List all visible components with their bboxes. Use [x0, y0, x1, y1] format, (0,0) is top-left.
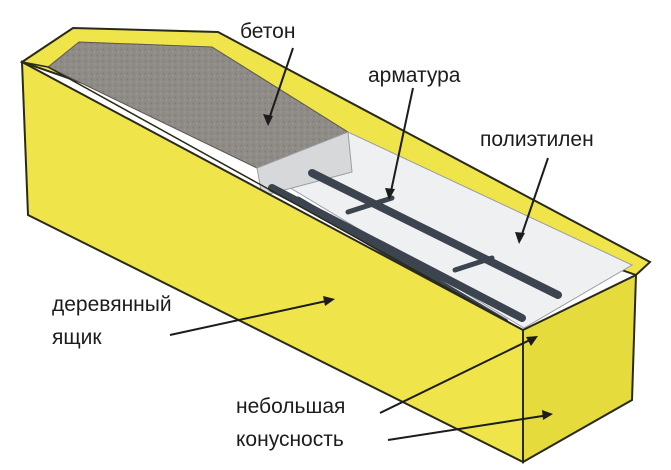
arrowhead-taper-2 — [542, 410, 553, 420]
arrowhead-rebar — [385, 188, 395, 200]
rebar-tie — [452, 255, 495, 273]
leader-rebar — [389, 87, 414, 197]
label-taper-line1: небольшая — [236, 395, 345, 418]
leader-concrete — [267, 47, 294, 123]
arrowhead-concrete — [263, 114, 273, 126]
label-taper-line2: конусность — [236, 428, 344, 451]
label-wooden-box-line2: ящик — [52, 326, 102, 349]
leader-taper-2 — [387, 414, 550, 441]
rebar-cage — [268, 169, 562, 326]
label-concrete: бетон — [240, 20, 295, 43]
concrete-end-face — [256, 131, 353, 197]
leader-taper-1 — [379, 337, 535, 414]
arrowhead-taper-1 — [526, 336, 538, 346]
leader-wooden-box — [169, 299, 332, 336]
rebar-rod — [308, 169, 562, 299]
label-wooden-box-line1: деревянный — [52, 293, 172, 316]
label-polyethylene: полиэтилен — [480, 128, 594, 151]
leader-polyethylene — [519, 157, 549, 241]
rebar-tie — [345, 195, 395, 215]
arrowhead-polyethylene — [515, 232, 525, 244]
leader-lines — [169, 47, 550, 441]
arrowhead-wooden-box — [323, 296, 335, 306]
box-rim-edge — [21, 61, 637, 331]
leader-arrowheads — [263, 114, 553, 420]
label-rebar: арматура — [368, 64, 461, 87]
